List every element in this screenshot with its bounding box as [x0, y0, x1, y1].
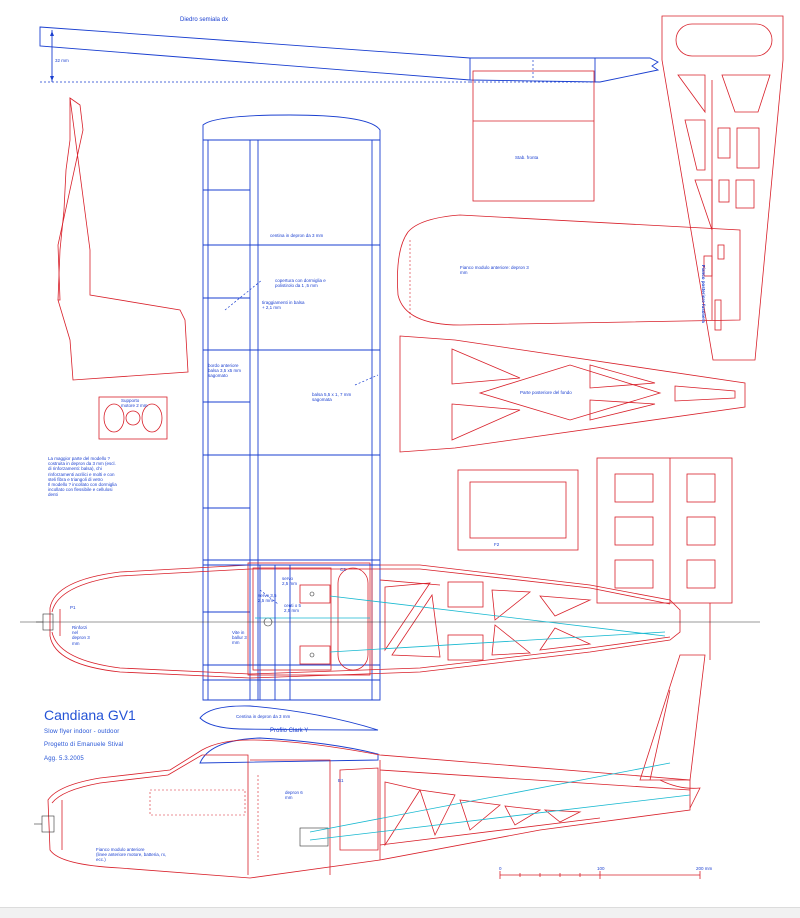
label-fuselage-bottom-side: Fianco modulo anteriore (linee anteriore… [96, 847, 167, 863]
fuselage-plan [20, 562, 760, 679]
window-bottom-bar [0, 907, 800, 918]
fuselage-side-view [34, 654, 706, 879]
dihedral-wing-view [39, 26, 660, 83]
label-side-servo: depron 6 mm [285, 790, 303, 801]
label-left-note: La maggior parte del modello ? costruita… [48, 456, 117, 498]
label-wing-rib-note: tiraggiamenti in balsa + 2,1 mm [262, 300, 305, 311]
plan-designer: Progetto di Emanuele Stival [44, 742, 124, 748]
main-wing-plan [202, 114, 381, 701]
label-motor-mount: Supporto motore 2 mm [121, 398, 148, 409]
label-wing-left-note: bordo anteriore balsa 3,5 x5 mm sagomato [208, 363, 242, 379]
label-rudder: centi o 5 2,5 mm [284, 603, 302, 614]
plan-title: Candiana GV1 [44, 707, 136, 723]
control-pushrods-side [309, 762, 691, 841]
label-dihedral: Diedro semiala dx [180, 17, 229, 23]
label-motor-rinforzi: Rinforzi nel depron 3 mm [72, 625, 90, 646]
label-stabilizer: Stab. fronta [515, 155, 539, 160]
label-spar: Vite in ballur 3 mm [232, 630, 247, 646]
frame-f2 [457, 469, 579, 551]
cabin-frame [596, 457, 733, 660]
control-pushrods-plan [255, 595, 666, 653]
label-scale-100: 100 [597, 866, 605, 871]
plan-updated: Agg. 5.3.2005 [44, 756, 84, 762]
label-dihedral-height: 32 mm [55, 58, 69, 63]
label-cutout-c2: C2 [340, 567, 346, 572]
label-airfoil: Profilo Clark Y [270, 728, 309, 734]
label-p1: P1 [70, 605, 76, 610]
label-tail-side: Fianco posteriore fusoliera [701, 265, 706, 323]
rear-fuselage-plan [661, 15, 784, 361]
label-servo: servo 3,5 2,5 mm [258, 593, 277, 604]
label-wing-spar-note: copertura con dormiglia e polistirolo da… [275, 278, 326, 289]
label-fuselage-top: Fianco modulo anteriore: depron 3 mm [460, 265, 529, 276]
label-servo2: servo 2,5 mm [282, 576, 298, 587]
label-scale-0: 0 [499, 866, 502, 871]
wing-centre-section [203, 564, 380, 700]
label-b1: B1 [338, 778, 344, 783]
wing-panel-left [57, 97, 189, 381]
label-fuselage-bottom: Parte posteriore del fondo [520, 390, 572, 395]
label-wing-leading-edge: centina in depron da 3 mm [270, 233, 324, 238]
plan-subtitle: Slow flyer indoor - outdoor [44, 729, 120, 735]
stabilizer-plan [472, 70, 595, 202]
airfoil-rib [199, 705, 379, 764]
label-f2: F2 [494, 542, 500, 547]
label-wing-right-note: balsa 5,5 x 1, 7 mm sagomata [312, 392, 352, 403]
motor-mount-plate [98, 396, 168, 440]
fuselage-bottom-piece [399, 335, 746, 453]
label-scale-200: 200 mm [696, 866, 713, 871]
label-rib: Centina in depron da 3 mm [236, 714, 291, 719]
fuselage-top-piece [397, 214, 741, 326]
scale-bar [499, 871, 701, 879]
